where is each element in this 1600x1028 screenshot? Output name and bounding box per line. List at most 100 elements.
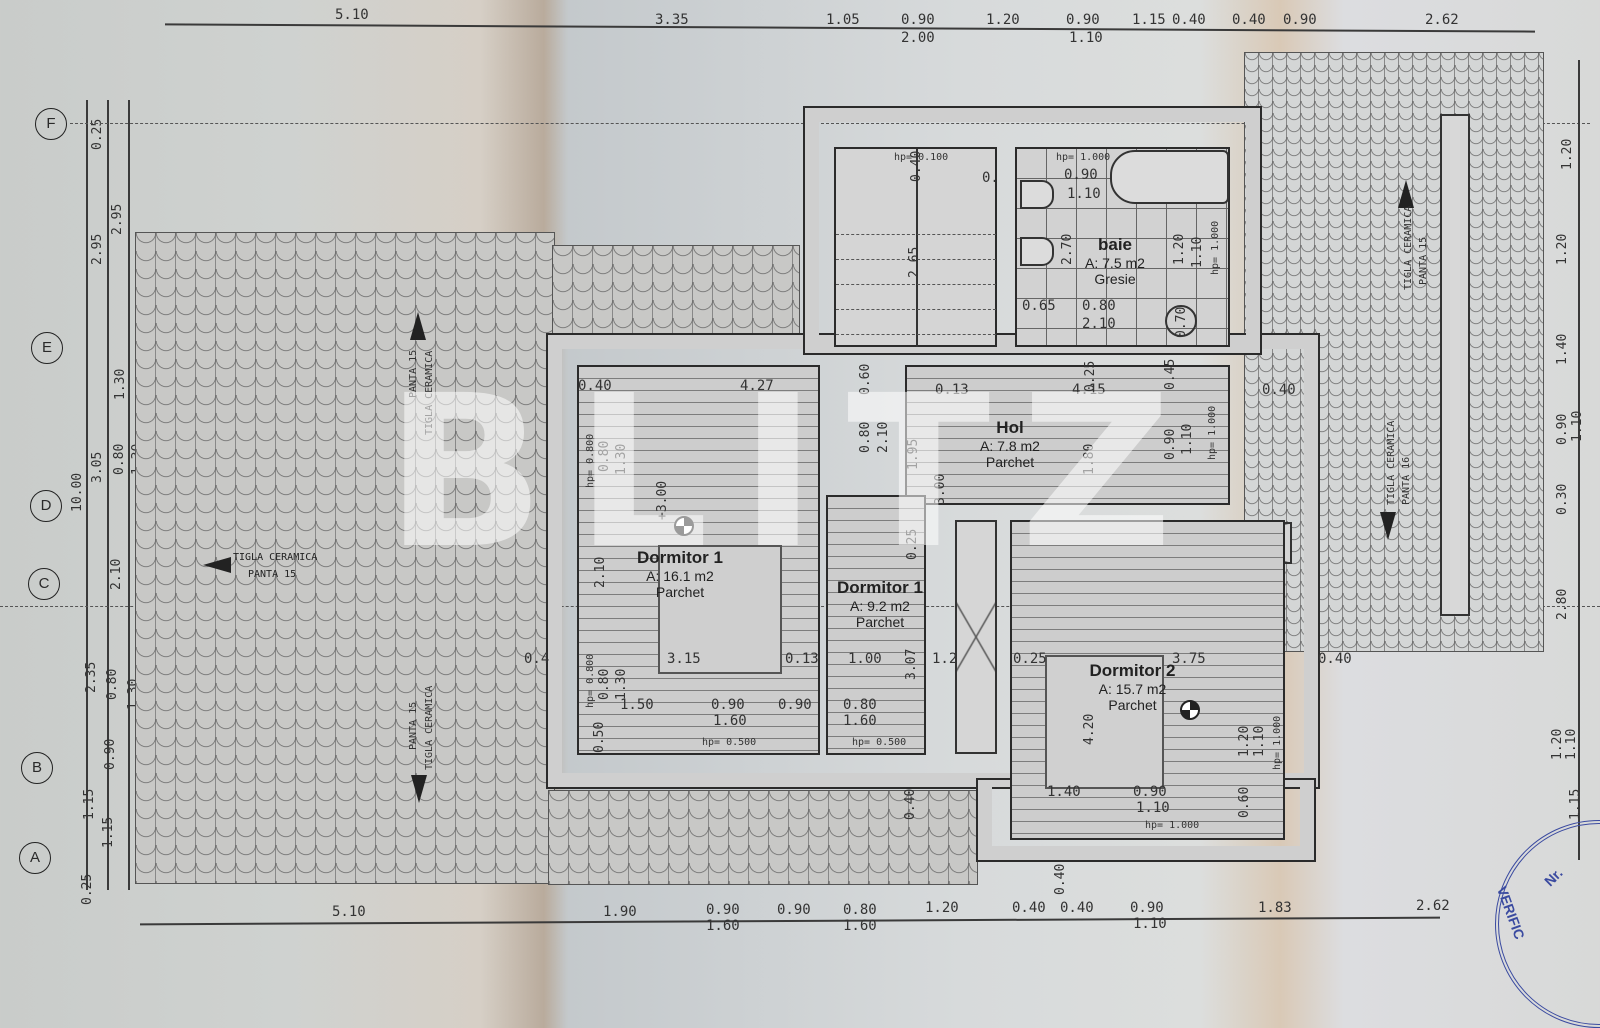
dorm2-dim-025: 0.25: [1013, 651, 1047, 667]
dim-left-2e: 0.80: [105, 668, 120, 700]
bed-icon-1: [658, 545, 782, 674]
bed-icon-2: [1045, 655, 1164, 789]
dim-bottom-6: 1.20: [925, 900, 959, 916]
room-label-dormitor-1-small: Dormitor 1 A: 9.2 m2 Parchet: [815, 578, 945, 630]
bath-dim-065: 0.65: [1022, 298, 1056, 314]
room-label-baie: baie A: 7.5 m2 Gresie: [1065, 235, 1165, 287]
room-area: A: 7.5 m2: [1085, 255, 1145, 271]
dorm2-hp-side: hp= 1.000: [1272, 715, 1283, 770]
dim-left-2d: 2.10: [109, 558, 124, 590]
dim-right-8: 1.20: [1550, 728, 1565, 760]
room-floor: Parchet: [985, 454, 1035, 470]
dim-south-040b: 0.40: [1053, 863, 1068, 895]
axis-line-f: [70, 123, 1590, 124]
dorm1a-dim-130b: 1.30: [614, 668, 629, 700]
room-dormitor-1-small: [826, 495, 926, 755]
dim-top-sub-1: 2.00: [901, 30, 935, 46]
stamp-number: Nr.: [1541, 864, 1566, 890]
dim-right-4: 0.90: [1555, 413, 1570, 445]
dim-top-5: 1.20: [986, 12, 1020, 28]
verification-stamp: VERIFIC Nr.: [1493, 820, 1600, 1028]
dorm1a-dim-090b: 0.90: [778, 697, 812, 713]
dorm1a-dim-090: 0.90: [711, 697, 745, 713]
room-floor: Parchet: [855, 614, 905, 630]
dim-right-3: 1.40: [1555, 333, 1570, 365]
dim-top-9: 0.40: [1232, 12, 1266, 28]
room-floor: Gresie: [1094, 271, 1136, 287]
washing-machine-icon: [1165, 305, 1197, 337]
dim-left-1c: 3.05: [90, 451, 105, 483]
room-area: A: 16.1 m2: [646, 568, 714, 584]
roof-slope-arrow-down-left: [411, 775, 427, 803]
dorm1b-dim-160: 1.60: [843, 713, 877, 729]
room-area: A: 9.2 m2: [850, 598, 910, 614]
room-name: Dormitor 1: [837, 578, 923, 597]
bath-dim-080: 0.80: [1082, 298, 1116, 314]
dim-bottom-10: 1.83: [1258, 900, 1292, 916]
dim-top-8: 0.40: [1172, 12, 1206, 28]
dorm1a-dim-315: 3.15: [667, 651, 701, 667]
room-floor: Parchet: [655, 584, 705, 600]
room-area: A: 15.7 m2: [1098, 681, 1167, 697]
dim-right-10: 1.15: [1568, 788, 1583, 820]
roof-right: [1244, 52, 1544, 652]
outer-wall-southeast: [976, 778, 1316, 862]
roof-bottom-middle: [548, 790, 978, 885]
room-name: Dormitor 2: [1089, 661, 1176, 680]
dorm2-dim-375: 3.75: [1172, 651, 1206, 667]
dim-top-4: 0.90: [901, 12, 935, 28]
roof-right-up-slope: PANTA 15: [1418, 236, 1429, 285]
axis-e: E: [31, 332, 63, 364]
staircase: [834, 147, 997, 347]
dorm2-dim-040: 0.40: [1318, 651, 1352, 667]
dorm2-dim-060: 0.60: [1237, 786, 1252, 818]
level-marker-icon-2: [1180, 700, 1200, 720]
roof-right-down-material: TIGLA CERAMICA: [1386, 420, 1397, 505]
dorm2-dim-110: 1.10: [1136, 800, 1170, 816]
dim-bottom-8: 0.40: [1060, 900, 1094, 916]
dim-right-6: 0.30: [1555, 483, 1570, 515]
stair-dim-040: 0.40: [909, 150, 924, 182]
stair-dim-0: 0.: [982, 170, 999, 186]
chimney-right: [1440, 114, 1470, 616]
dim-top-6: 0.90: [1066, 12, 1100, 28]
stamp-label: VERIFIC: [1493, 884, 1528, 942]
room-label-dormitor-2: Dormitor 2 A: 15.7 m2 Parchet: [1065, 661, 1200, 713]
bidet-icon: [1020, 237, 1054, 266]
dim-top-3: 1.05: [826, 12, 860, 28]
roof-left-down-material: TIGLA CERAMICA: [424, 685, 435, 770]
roof-right-up-material: TIGLA CERAMICA: [1403, 205, 1414, 290]
room-label-dormitor-1-large: Dormitor 1 A: 16.1 m2 Parchet: [615, 548, 745, 600]
dim-bottom-sub-1: 1.60: [706, 918, 740, 934]
room-name: Hol: [996, 418, 1024, 437]
dim-bottom-9: 0.90: [1130, 900, 1164, 916]
roof-slope-arrow-up-right: [1398, 180, 1414, 208]
toilet-icon: [1020, 180, 1054, 209]
dorm1a-dim-050: 0.50: [592, 721, 607, 753]
dorm1b-dim-307: 3.07: [904, 648, 919, 680]
room-name: baie: [1097, 235, 1133, 254]
bathtub-icon: [1110, 150, 1229, 204]
dorm1b-dim-080: 0.80: [843, 697, 877, 713]
dorm1b-dim-100: 1.00: [848, 651, 882, 667]
dorm1a-dim-150: 1.50: [620, 697, 654, 713]
axis-a: A: [19, 842, 51, 874]
wardrobe: [955, 520, 997, 754]
dim-right-1: 1.20: [1560, 138, 1575, 170]
dim-left-bottom: 0.25: [80, 873, 95, 905]
roof-right-down-slope: PANTA 16: [1401, 456, 1412, 505]
roof-left-down-slope: PANTA 15: [408, 701, 419, 750]
dim-top-7: 1.15: [1132, 12, 1166, 28]
dim-bottom-7: 0.40: [1012, 900, 1046, 916]
roof-left-slope: PANTA 15: [248, 569, 297, 580]
bath-dim-070: 0.70: [1174, 306, 1189, 338]
dim-right-9: 1.10: [1564, 728, 1579, 760]
dim-left-2b: 1.30: [113, 368, 128, 400]
dorm2-dim-120: 1.20: [1237, 725, 1252, 757]
dim-right-2: 1.20: [1555, 233, 1570, 265]
hol-dim-415: 4.15: [1072, 382, 1106, 398]
roof-slope-arrow-down-right: [1380, 512, 1396, 540]
dim-left-1b: 2.95: [90, 233, 105, 265]
dim-left-2g: 1.15: [101, 816, 116, 848]
axis-c: C: [28, 568, 60, 600]
